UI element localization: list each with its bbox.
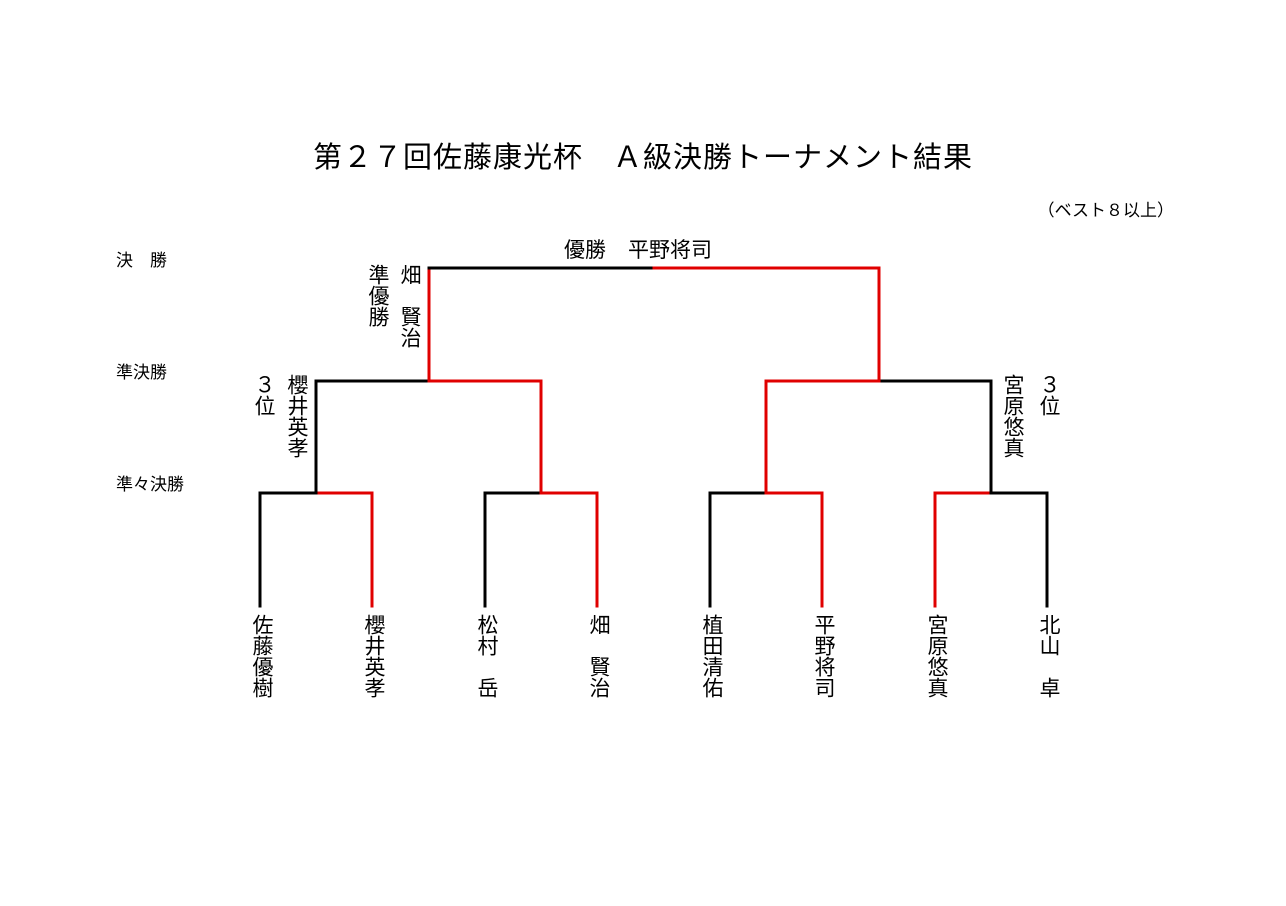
player-name: 畑 賢治: [587, 614, 611, 698]
player-name: 櫻井英孝: [362, 614, 386, 698]
player-name: 佐藤優樹: [250, 614, 274, 698]
third-place-label-right: ３位: [1037, 374, 1061, 416]
player-name: 平野将司: [812, 614, 836, 698]
runner-up-name: 畑 賢治: [398, 264, 422, 348]
round-label-semifinal: 準決勝: [116, 363, 167, 383]
round-label-final: 決 勝: [116, 251, 167, 271]
champion-label: 優勝: [564, 238, 606, 262]
runner-up-label: 準優勝: [366, 264, 390, 327]
player-name: 松村 岳: [475, 614, 499, 698]
third-place-name-right: 宮原悠真: [1001, 374, 1025, 458]
player-name: 北山 卓: [1037, 614, 1061, 698]
page-title: 第２７回佐藤康光杯 Ａ級決勝トーナメント結果: [312, 140, 973, 174]
player-name: 植田清佑: [700, 614, 724, 698]
page-subtitle: （ベスト８以上）: [1037, 201, 1174, 221]
champion-name: 平野将司: [628, 238, 712, 262]
champion-line: 優勝平野将司: [564, 234, 712, 264]
round-label-quarterfinal: 準々決勝: [116, 475, 184, 495]
third-place-label-left: ３位: [252, 374, 276, 416]
player-name: 宮原悠真: [925, 614, 949, 698]
third-place-name-left: 櫻井英孝: [285, 374, 309, 458]
